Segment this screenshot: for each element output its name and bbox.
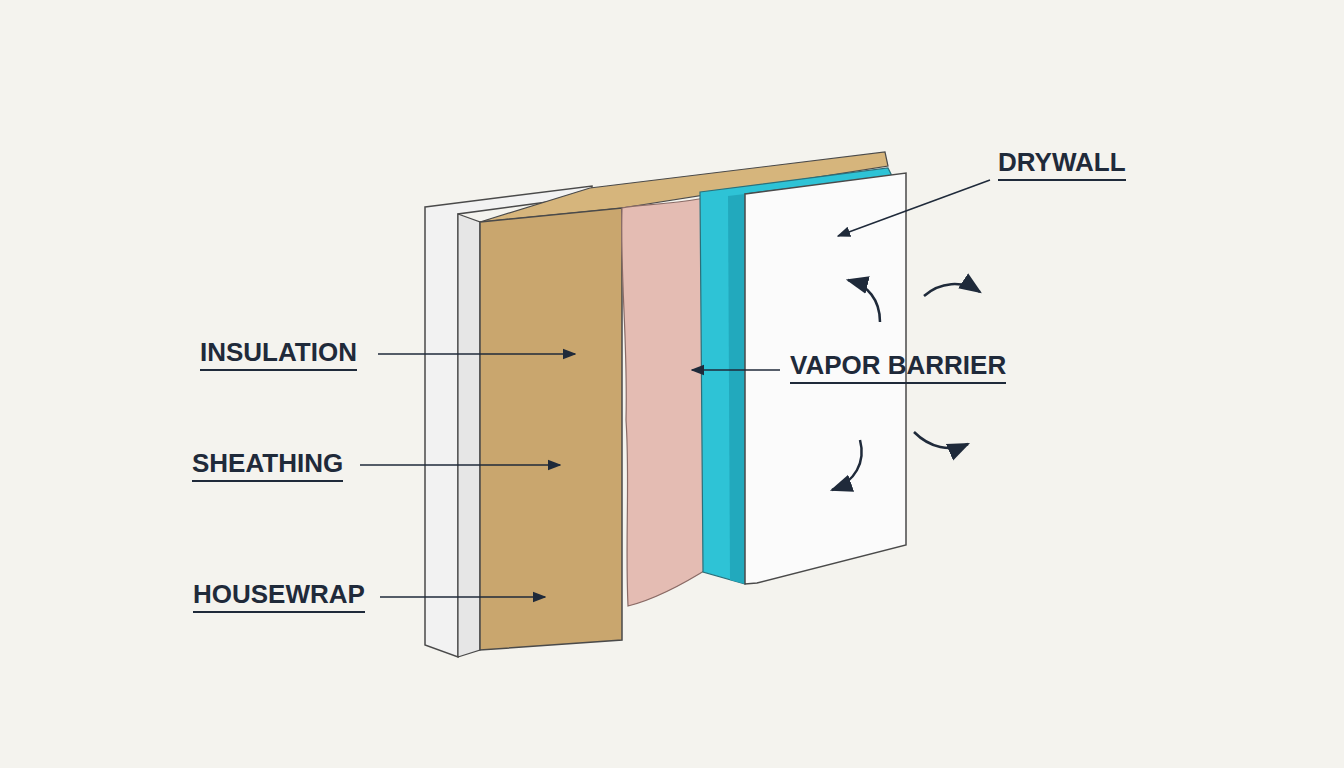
airflow-arrows (832, 280, 980, 490)
label-sheathing: SHEATHING (192, 449, 343, 482)
vapor-barrier-edge (728, 194, 745, 584)
housewrap-edge (458, 214, 480, 657)
label-housewrap: HOUSEWRAP (193, 580, 365, 613)
label-insulation: INSULATION (200, 338, 357, 371)
leader-lines (360, 180, 990, 597)
label-drywall: DRYWALL (998, 148, 1126, 181)
label-vapor-barrier: VAPOR BARRIER (790, 351, 1006, 384)
sheathing-layer (480, 208, 622, 650)
insulation-layer (622, 198, 712, 606)
